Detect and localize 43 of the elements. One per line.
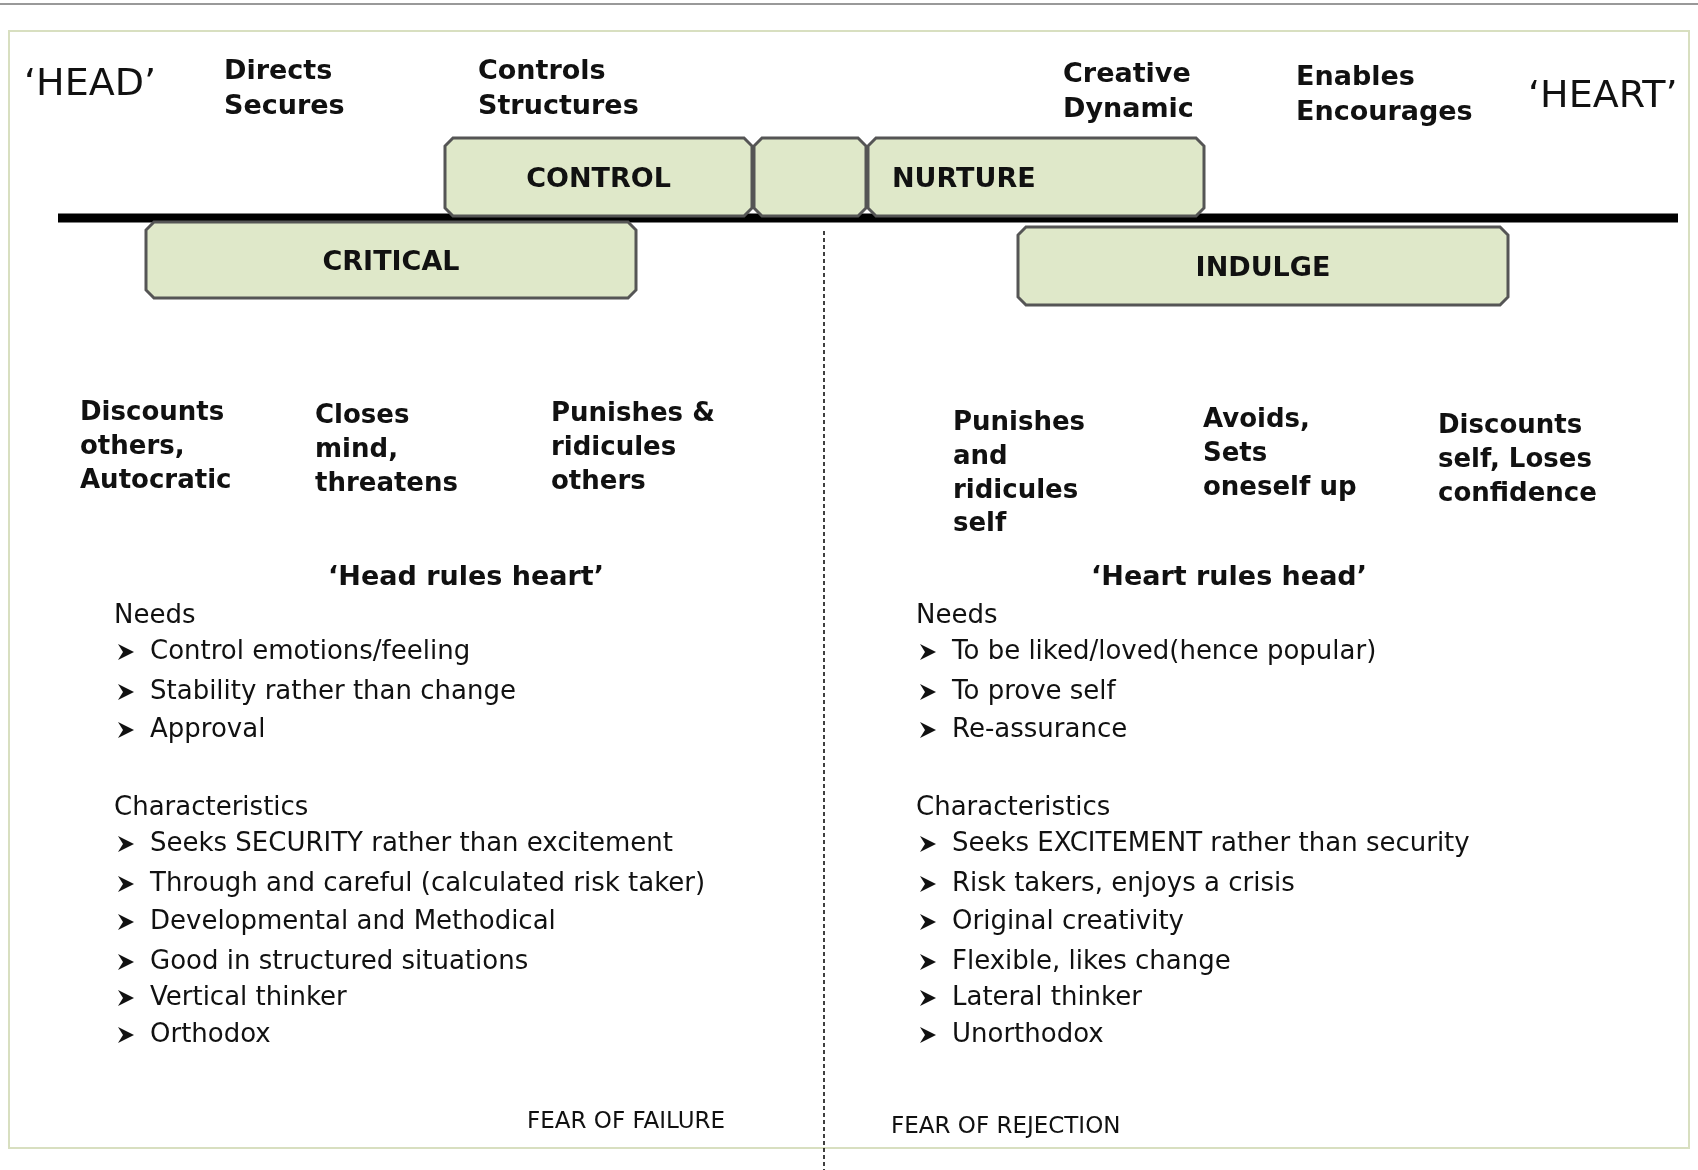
list-item: Lateral thinker bbox=[952, 981, 1142, 1013]
footer-text: FEAR OF FAILURE bbox=[527, 1106, 726, 1135]
state-box: INDULGE bbox=[1016, 225, 1510, 307]
list-item: Control emotions/feeling bbox=[150, 635, 471, 667]
descriptor-text: Directs Secures bbox=[224, 53, 346, 123]
list-item: Orthodox bbox=[150, 1018, 271, 1050]
list-item: Seeks SECURITY rather than excitement bbox=[150, 827, 673, 859]
heading-text: ‘HEAD’ bbox=[24, 59, 156, 106]
behaviour-text: Discounts self, Loses confidence bbox=[1438, 408, 1598, 509]
list-item: Risk takers, enjoys a crisis bbox=[952, 867, 1295, 899]
section-heading: Characteristics bbox=[114, 790, 309, 823]
list-item: Re-assurance bbox=[952, 713, 1128, 745]
list-item: Through and careful (calculated risk taker) bbox=[150, 867, 706, 899]
behaviour-text: Punishes and ridicules self bbox=[953, 405, 1087, 540]
list-item: Approval bbox=[150, 713, 266, 745]
descriptor-text: Enables Encourages bbox=[1296, 59, 1474, 129]
footer-text: FEAR OF REJECTION bbox=[891, 1111, 1121, 1140]
list-item: Seeks EXCITEMENT rather than security bbox=[952, 827, 1470, 859]
list-item: Original creativity bbox=[952, 905, 1184, 937]
descriptor-text: Creative Dynamic bbox=[1063, 56, 1195, 126]
linking-box bbox=[752, 136, 868, 218]
subheading: ‘Head rules heart’ bbox=[327, 559, 605, 593]
state-box: CONTROL bbox=[443, 136, 754, 218]
descriptor-text: Controls Structures bbox=[478, 53, 640, 123]
behaviour-text: Discounts others, Autocratic bbox=[80, 395, 233, 496]
heading-text: ‘HEART’ bbox=[1528, 71, 1678, 118]
list-item: Flexible, likes change bbox=[952, 945, 1231, 977]
subheading: ‘Heart rules head’ bbox=[1090, 559, 1368, 593]
section-heading: Needs bbox=[114, 598, 196, 631]
behaviour-text: Avoids, Sets oneself up bbox=[1203, 402, 1358, 503]
list-item: To be liked/loved(hence popular) bbox=[952, 635, 1377, 667]
state-box: CRITICAL bbox=[144, 220, 638, 300]
list-item: To prove self bbox=[952, 675, 1116, 707]
state-box: NURTURE bbox=[866, 136, 1206, 218]
section-heading: Needs bbox=[916, 598, 998, 631]
list-item: Stability rather than change bbox=[150, 675, 516, 707]
section-heading: Characteristics bbox=[916, 790, 1111, 823]
list-item: Unorthodox bbox=[952, 1018, 1104, 1050]
list-item: Good in structured situations bbox=[150, 945, 529, 977]
behaviour-text: Closes mind, threatens bbox=[315, 398, 459, 499]
behaviour-text: Punishes & ridicules others bbox=[551, 396, 716, 497]
list-item: Vertical thinker bbox=[150, 981, 347, 1013]
list-item: Developmental and Methodical bbox=[150, 905, 556, 937]
